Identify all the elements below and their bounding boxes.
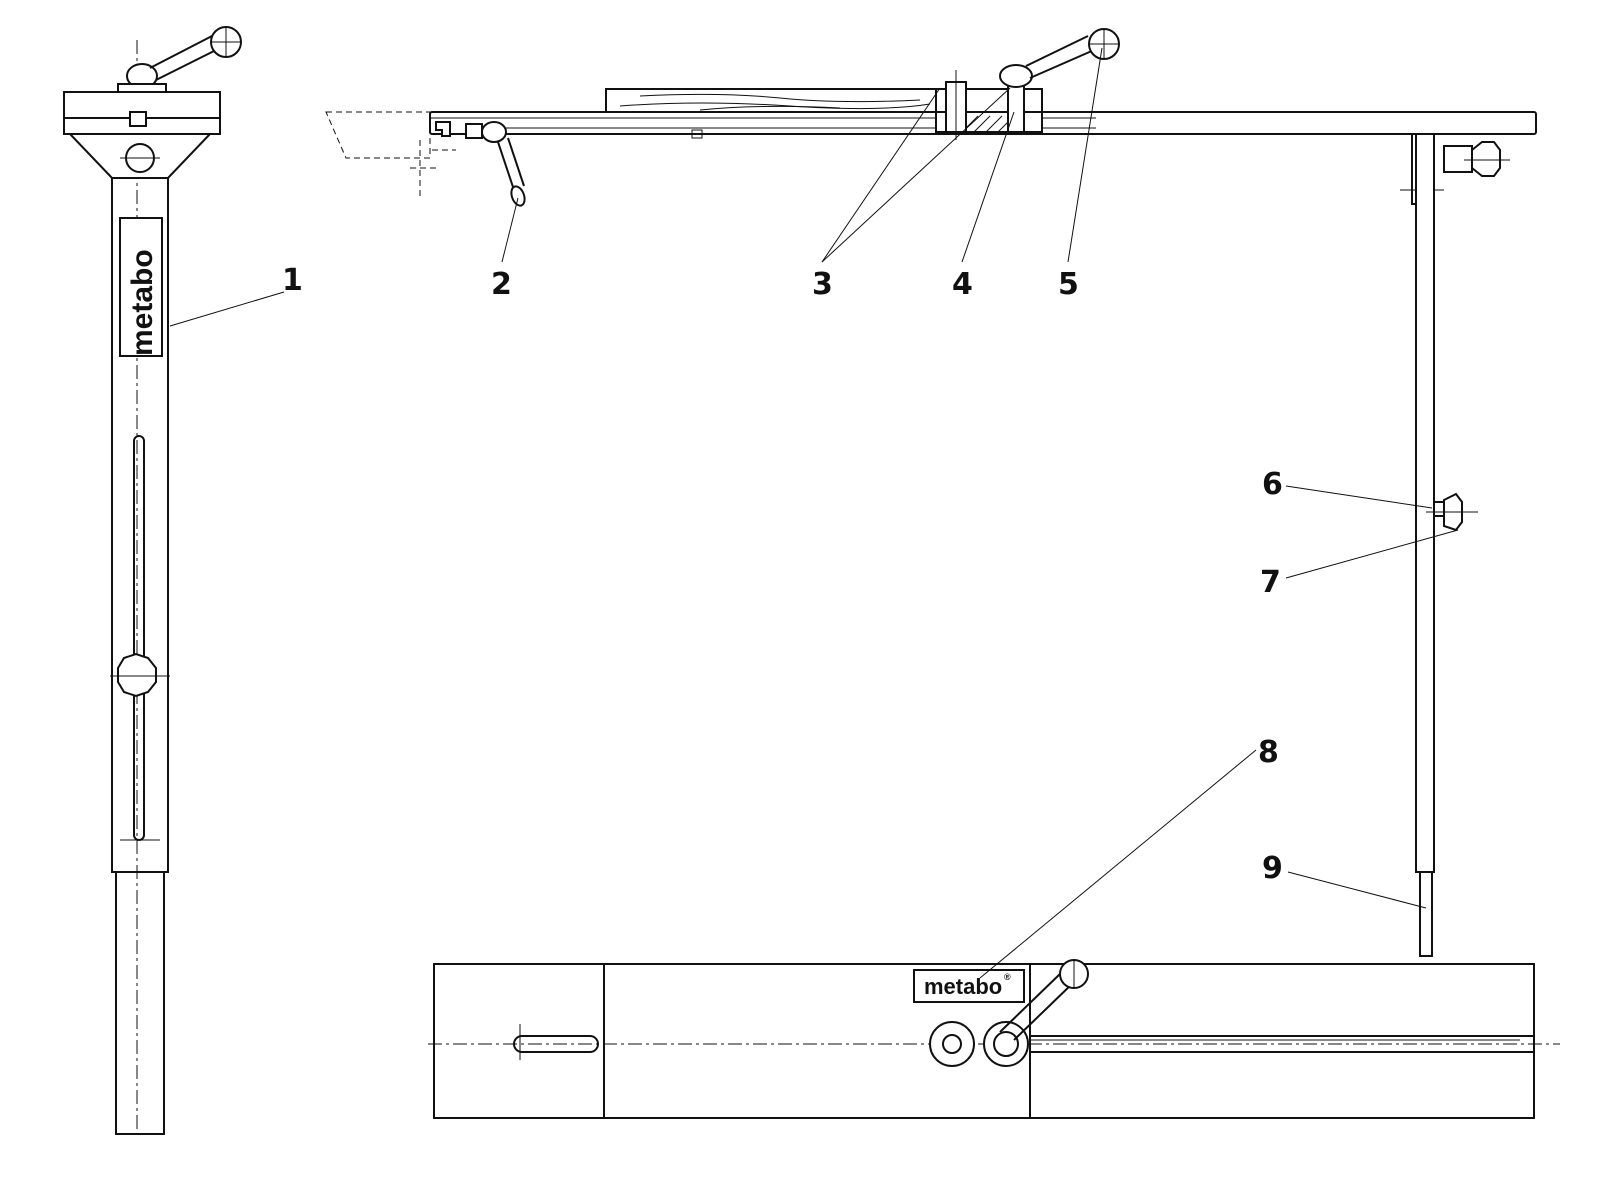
callout-labels: 1 2 3 4 5 6 7 8 9: [282, 263, 1283, 886]
callout-4: 4: [952, 267, 973, 302]
stop-block: [935, 28, 1120, 140]
clamp-lever-top-icon: [999, 959, 1089, 1041]
vertical-leg: [1415, 133, 1435, 873]
leg-clamp-knob-icon: [1426, 492, 1478, 532]
clamp-lever-2-icon: [435, 121, 526, 207]
clamp-lever-icon: [117, 26, 242, 93]
callout-1: 1: [282, 263, 303, 298]
callout-5: 5: [1058, 267, 1079, 302]
brand-plate: [119, 217, 163, 357]
brand-plate-horizontal: [913, 969, 1025, 1003]
callout-8: 8: [1258, 735, 1279, 770]
leader-lines: [169, 47, 1459, 979]
callout-9: 9: [1262, 851, 1283, 886]
brand-logo-horizontal: metabo: [924, 974, 1002, 999]
side-view-support-leg: metabo: [63, 26, 242, 1135]
callout-7: 7: [1260, 565, 1281, 600]
top-view-rail: metabo ®: [428, 959, 1560, 1119]
callout-2: 2: [491, 267, 512, 302]
front-view-extension-table: [325, 28, 1537, 957]
callout-3: 3: [812, 267, 833, 302]
star-knob-icon: [110, 652, 170, 698]
workpiece: [605, 88, 937, 113]
registered-mark: ®: [1004, 972, 1011, 982]
callout-6: 6: [1262, 467, 1283, 502]
brand-logo-vertical: metabo: [126, 249, 159, 356]
